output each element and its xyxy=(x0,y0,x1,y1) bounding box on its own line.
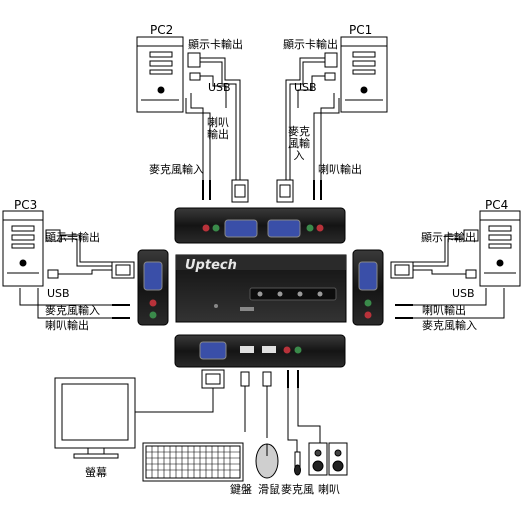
pc3-tower xyxy=(2,210,44,287)
speaker-device xyxy=(308,442,348,476)
monitor-label: 螢幕 xyxy=(85,466,107,479)
pc4-usb-label: USB xyxy=(452,287,475,300)
pc4-display-out-label: 顯示卡輸出 xyxy=(421,231,476,244)
pc3-speaker-out-label: 喇叭輸出 xyxy=(45,319,89,332)
pc1-speaker-out-label: 喇叭輸出 xyxy=(318,163,362,176)
kvm-console-panel xyxy=(174,334,346,368)
pc3-label: PC3 xyxy=(14,198,38,212)
pc1-tower xyxy=(340,36,388,113)
pc2-speaker-out-label: 喇叭輸出 xyxy=(207,116,229,141)
pc2-usb-label: USB xyxy=(208,81,231,94)
mouse-label: 滑鼠 xyxy=(258,483,280,496)
pc4-speaker-out-label: 喇叭輸出 xyxy=(422,304,466,317)
microphone-device xyxy=(294,451,301,476)
keyboard-label: 鍵盤 xyxy=(230,483,252,496)
pc2-mic-in-label: 麥克風輸入 xyxy=(149,163,204,176)
pc1-display-out-label: 顯示卡輸出 xyxy=(283,38,338,51)
kvm-back-panel-top xyxy=(174,207,346,244)
pc4-mic-in-label: 麥克風輸入 xyxy=(422,319,477,332)
keyboard-device xyxy=(142,442,244,482)
kvm-main-unit xyxy=(175,254,347,323)
pc2-tower xyxy=(136,36,184,113)
pc4-cables xyxy=(390,229,505,319)
uptech-logo: Uptech xyxy=(185,258,237,273)
pc3-display-out-label: 顯示卡輸出 xyxy=(45,231,100,244)
pc4-tower xyxy=(479,210,521,287)
pc1-cables xyxy=(276,52,340,203)
console-cables xyxy=(135,369,321,452)
pc3-usb-label: USB xyxy=(47,287,70,300)
mouse-device xyxy=(255,443,279,479)
monitor-device xyxy=(54,377,136,459)
microphone-label: 麥克風 xyxy=(281,483,314,496)
pc1-usb-label: USB xyxy=(294,81,317,94)
speaker-label: 喇叭 xyxy=(318,483,340,496)
pc3-cables xyxy=(19,229,135,319)
pc2-display-out-label: 顯示卡輸出 xyxy=(188,38,243,51)
kvm-side-panel-left xyxy=(137,249,169,326)
pc2-label: PC2 xyxy=(150,23,174,37)
pc3-mic-in-label: 麥克風輸入 xyxy=(45,304,100,317)
pc2-cables xyxy=(185,52,249,203)
pc4-label: PC4 xyxy=(485,198,509,212)
pc1-mic-in-label: 麥克風輸入 xyxy=(288,125,310,162)
kvm-side-panel-right xyxy=(352,249,384,326)
pc1-label: PC1 xyxy=(349,23,373,37)
